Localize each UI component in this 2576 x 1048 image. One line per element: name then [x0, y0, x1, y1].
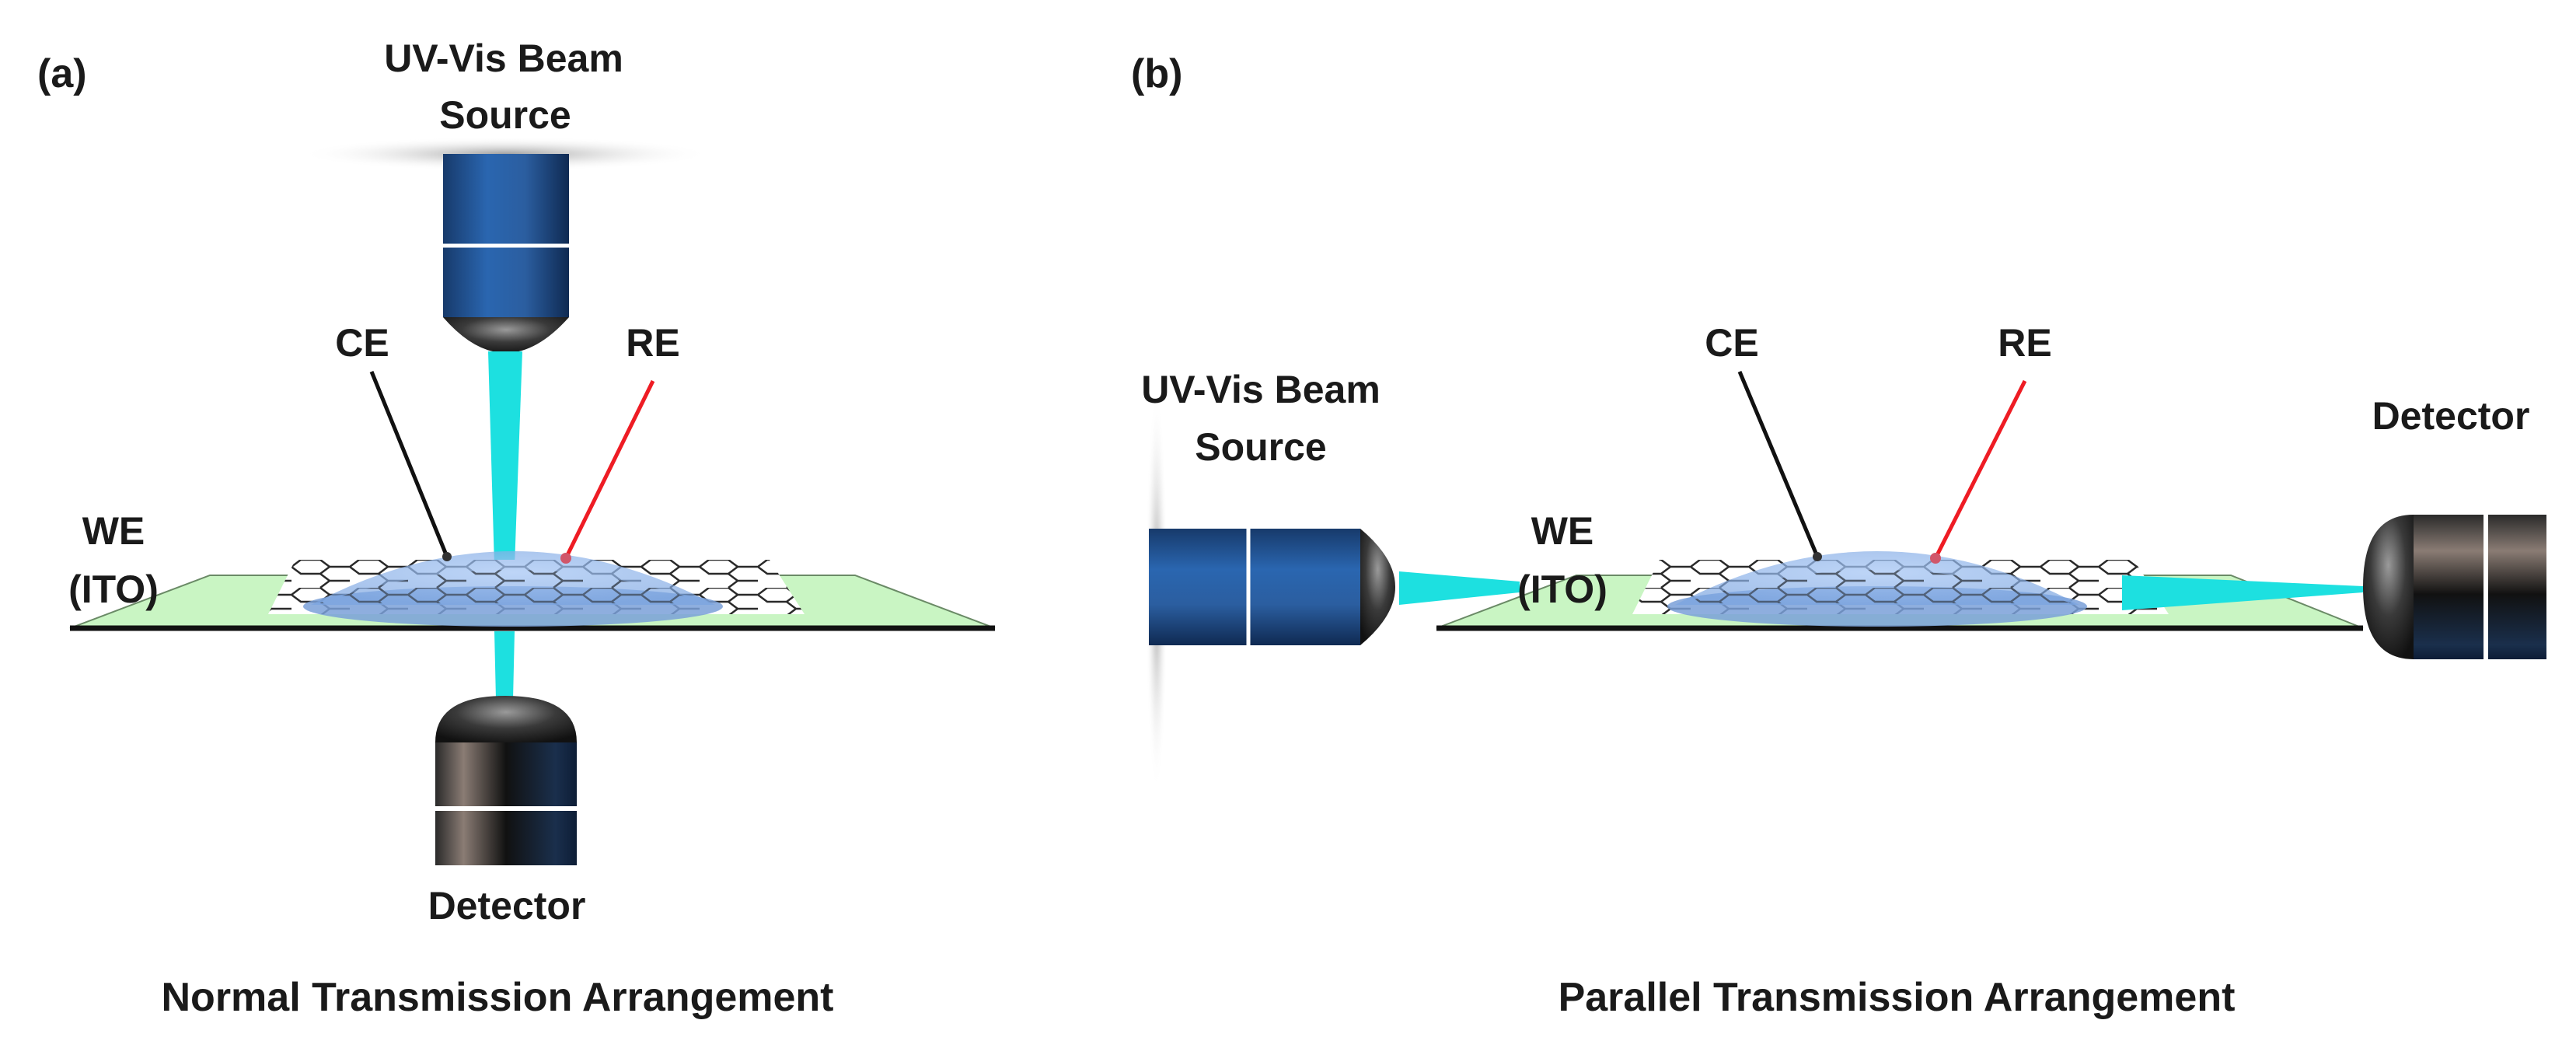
- panel-a-detector: [435, 696, 577, 865]
- panel-b-source-label-line2: Source: [1195, 425, 1327, 469]
- panel-b-we-label-line2: (ITO): [1517, 568, 1607, 611]
- panel-a: (a): [37, 37, 996, 1020]
- panel-a-uv-vis-source-lens: [299, 137, 711, 353]
- panel-b: (b): [1131, 51, 2546, 1020]
- panel-a-tag: (a): [37, 51, 87, 96]
- panel-b-we-label-line1: WE: [1531, 509, 1594, 553]
- panel-a-detector-label: Detector: [428, 884, 586, 927]
- panel-b-ce-tip: [1813, 552, 1822, 561]
- panel-a-re-wire: [564, 379, 655, 560]
- panel-a-source-label-line1: UV-Vis Beam: [384, 37, 623, 80]
- panel-b-uv-vis-source-lens: [1146, 389, 1395, 793]
- panel-b-detector-label: Detector: [2372, 394, 2530, 438]
- panel-b-source-label-line1: UV-Vis Beam: [1141, 368, 1380, 411]
- panel-b-electrolyte-droplet: [1667, 551, 2087, 627]
- panel-a-caption: Normal Transmission Arrangement: [162, 975, 834, 1020]
- panel-a-ce-label: CE: [335, 321, 389, 365]
- panel-a-ce-tip: [442, 552, 452, 561]
- panel-a-we-label-line2: (ITO): [68, 568, 159, 611]
- panel-b-re-tip: [1930, 553, 1941, 564]
- panel-b-beam-incident: [1399, 571, 1520, 605]
- panel-b-ce-label: CE: [1705, 321, 1758, 365]
- panel-a-re-tip: [560, 553, 571, 564]
- panel-b-re-label: RE: [1998, 321, 2051, 365]
- panel-a-we-label-line1: WE: [82, 509, 145, 553]
- panel-a-source-label-line2: Source: [439, 93, 571, 137]
- panel-a-electrolyte-droplet: [303, 551, 723, 627]
- panel-b-re-wire: [1933, 379, 2027, 560]
- panel-b-ce-wire: [1737, 371, 1820, 557]
- panel-a-beam-lower: [494, 631, 515, 700]
- panel-a-beam-upper: [488, 351, 522, 566]
- panel-b-detector: [2363, 515, 2546, 659]
- panel-b-tag: (b): [1131, 51, 1182, 96]
- panel-a-ce-wire: [369, 371, 449, 557]
- panel-b-beam-transmitted: [2122, 575, 2363, 610]
- panel-b-caption: Parallel Transmission Arrangement: [1559, 975, 2236, 1020]
- panel-a-re-label: RE: [626, 321, 679, 365]
